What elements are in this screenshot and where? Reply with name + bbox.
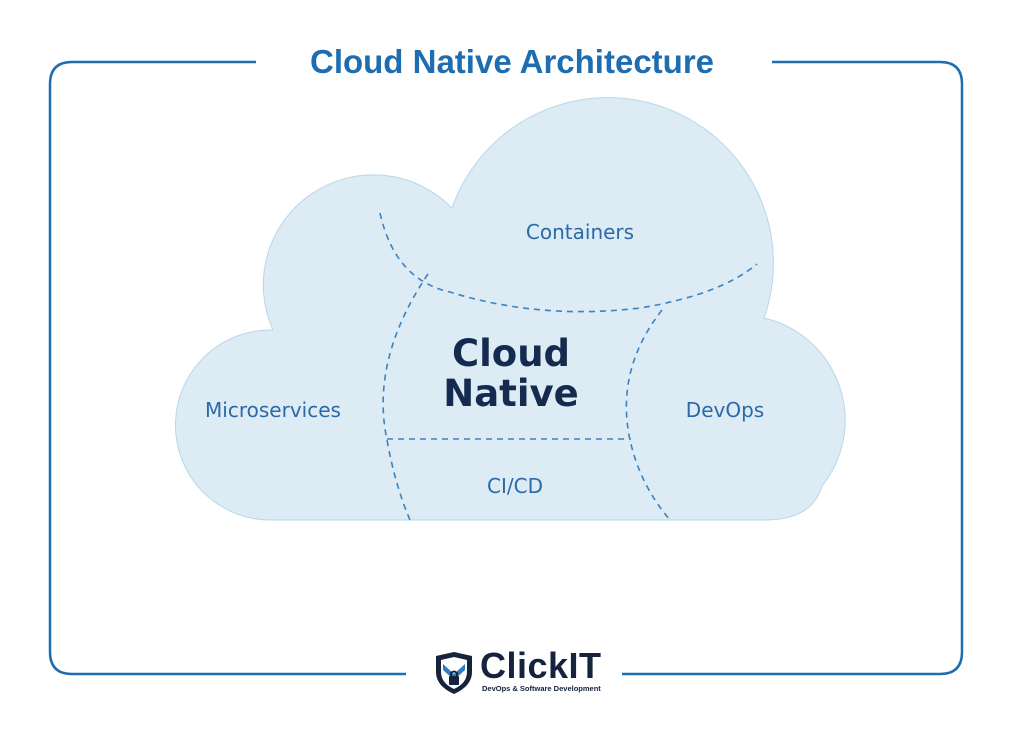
clickit-logo: ClickIT DevOps & Software Development: [434, 646, 624, 700]
shield-icon: [436, 652, 472, 694]
logo-tagline: DevOps & Software Development: [482, 684, 601, 693]
diagram-title: Cloud Native Architecture: [309, 43, 715, 80]
segment-cicd: CI/CD: [487, 474, 543, 498]
segment-containers: Containers: [525, 220, 635, 244]
segment-devops: DevOps: [685, 398, 765, 422]
cloud-native-center: Cloud Native: [400, 334, 622, 414]
segment-microservices: Microservices: [205, 398, 341, 422]
center-line-1: Cloud: [451, 332, 571, 375]
divider-right: [625, 309, 671, 521]
center-line-2: Native: [443, 372, 579, 415]
logo-name: ClickIT: [480, 645, 602, 686]
cloud-shape: [174, 97, 846, 521]
divider-containers: [379, 212, 758, 313]
